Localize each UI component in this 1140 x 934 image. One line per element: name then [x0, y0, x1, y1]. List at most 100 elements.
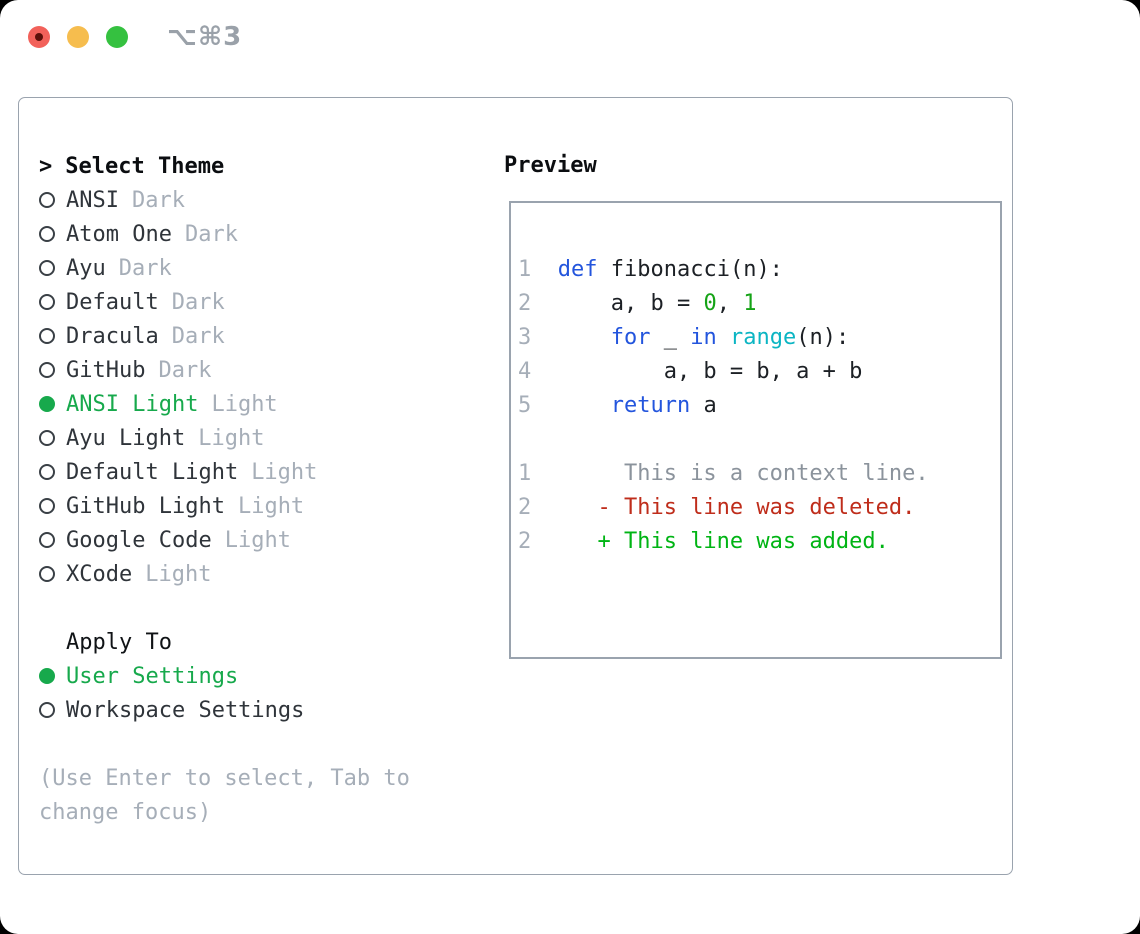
code-token-fg: a, b =	[531, 291, 704, 316]
code-token-kw: return	[610, 393, 691, 418]
code-line: 3 for _ in range(n):	[518, 321, 992, 355]
radio-selected-icon	[39, 396, 55, 412]
option-label: Atom One	[66, 221, 172, 247]
option-label: XCode	[66, 561, 133, 587]
code-token-fg	[531, 393, 610, 418]
option-tag: Dark	[131, 187, 185, 213]
minimize-button[interactable]	[67, 26, 89, 48]
code-token-fg: _	[650, 325, 691, 350]
code-token-kw: for	[610, 325, 651, 350]
code-token-add: + This line was added.	[531, 529, 889, 554]
code-token-fg	[531, 257, 558, 282]
radio-cell	[39, 464, 66, 480]
option-tag: Dark	[171, 289, 225, 315]
code-line: 1 def fibonacci(n):	[518, 253, 992, 287]
option-label: GitHub Light	[66, 493, 225, 519]
select-theme-title: Select Theme	[65, 153, 225, 179]
theme-option[interactable]: Dracula Dark	[39, 319, 489, 353]
radio-icon	[39, 328, 55, 344]
line-number: 2	[518, 291, 532, 316]
apply-to-header: Apply To	[39, 625, 489, 659]
radio-cell	[39, 362, 66, 378]
code-line: 5 return a	[518, 389, 992, 423]
hint-line: change focus)	[39, 799, 212, 825]
option-label: GitHub	[66, 357, 146, 383]
line-number: 2	[518, 529, 532, 554]
radio-icon	[39, 702, 55, 718]
zoom-button[interactable]	[106, 26, 128, 48]
radio-icon	[39, 362, 55, 378]
apply-to-option[interactable]: User Settings	[39, 659, 489, 693]
code-token-num: 0	[703, 291, 717, 316]
option-tag: Dark	[171, 323, 225, 349]
code-token-del: - This line was deleted.	[531, 495, 916, 520]
line-number: 1	[518, 461, 532, 486]
theme-option[interactable]: Atom One Dark	[39, 217, 489, 251]
option-tag: Dark	[158, 357, 212, 383]
radio-icon	[39, 226, 55, 242]
radio-cell	[39, 498, 66, 514]
option-label: Default Light	[66, 459, 239, 485]
preview-title: Preview	[504, 153, 597, 178]
option-label: Ayu Light	[66, 425, 186, 451]
radio-cell	[39, 566, 66, 582]
prompt-icon: >	[39, 153, 53, 179]
option-label: User Settings	[66, 663, 239, 689]
code-token-num: 1	[743, 291, 757, 316]
option-label: Workspace Settings	[66, 697, 305, 723]
apply-to-title: Apply To	[66, 629, 172, 655]
option-tag: Light	[145, 561, 212, 587]
radio-cell	[39, 260, 66, 276]
option-label: Dracula	[66, 323, 159, 349]
spacer	[39, 591, 489, 625]
option-label: Default	[66, 289, 159, 315]
option-tag: Light	[224, 527, 291, 553]
radio-cell	[39, 532, 66, 548]
option-label: Google Code	[66, 527, 212, 553]
radio-icon	[39, 464, 55, 480]
theme-option[interactable]: Google Code Light	[39, 523, 489, 557]
radio-cell	[39, 430, 66, 446]
radio-cell	[39, 702, 66, 718]
radio-selected-icon	[39, 668, 55, 684]
option-label: ANSI Light	[66, 391, 199, 417]
theme-option[interactable]: Default Dark	[39, 285, 489, 319]
theme-option[interactable]: GitHub Dark	[39, 353, 489, 387]
code-token-fg	[717, 325, 730, 350]
diff-line: 2 - This line was deleted.	[518, 491, 992, 525]
code-token-fg: a	[690, 393, 717, 418]
option-tag: Light	[251, 459, 318, 485]
code-token-kw: def	[557, 257, 598, 282]
theme-option[interactable]: XCode Light	[39, 557, 489, 591]
option-tag: Light	[198, 425, 265, 451]
code-token-fg: (n):	[796, 325, 850, 350]
code-token-fg	[531, 325, 610, 350]
apply-to-option[interactable]: Workspace Settings	[39, 693, 489, 727]
radio-icon	[39, 260, 55, 276]
code-token-kw: in	[690, 325, 717, 350]
theme-option[interactable]: Default Light Light	[39, 455, 489, 489]
radio-icon	[39, 192, 55, 208]
close-button-dot-icon	[35, 33, 43, 41]
window-shortcut-label: ⌥⌘3	[167, 22, 243, 52]
close-button[interactable]	[28, 26, 50, 48]
line-number: 4	[518, 359, 532, 384]
theme-option[interactable]: Ayu Light Light	[39, 421, 489, 455]
option-tag: Dark	[184, 221, 238, 247]
diff-line: 1 This is a context line.	[518, 457, 992, 491]
option-tag: Dark	[118, 255, 172, 281]
select-theme-header: > Select Theme	[39, 149, 489, 183]
radio-cell	[39, 226, 66, 242]
blank-line	[518, 423, 992, 457]
radio-icon	[39, 532, 55, 548]
